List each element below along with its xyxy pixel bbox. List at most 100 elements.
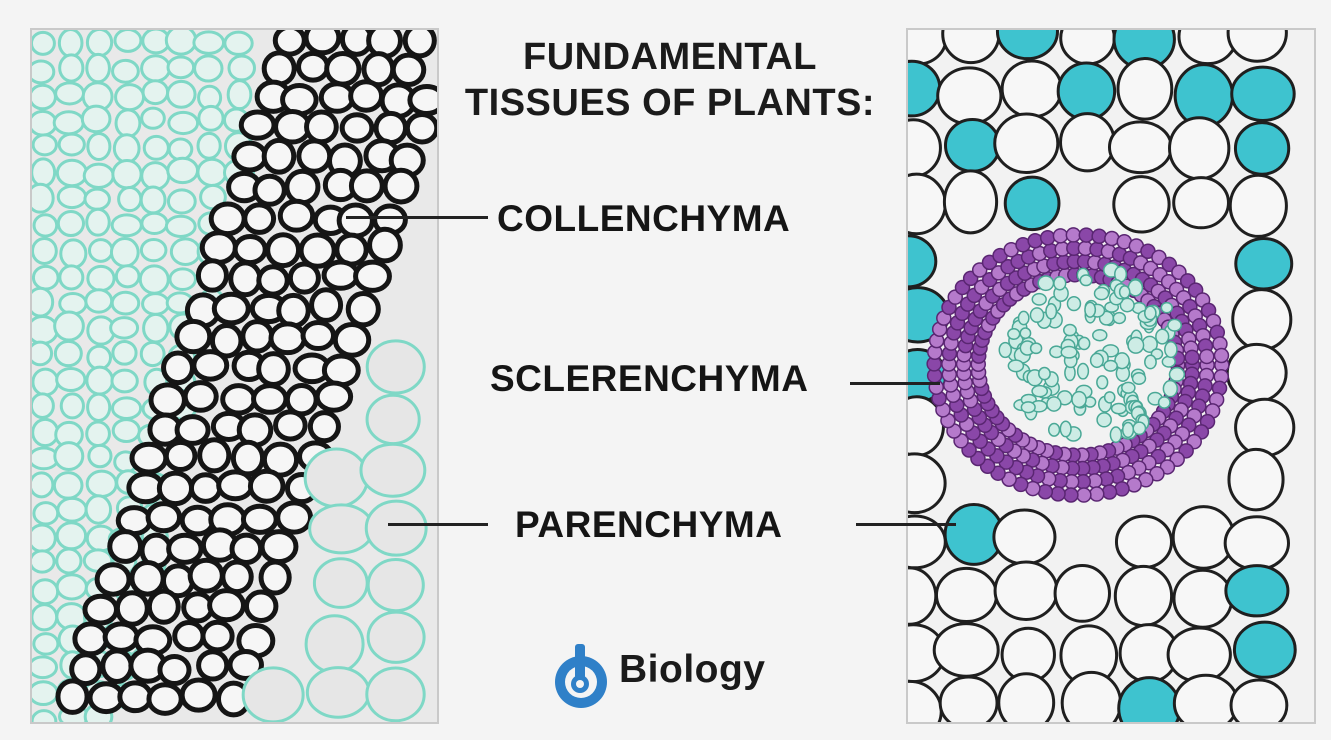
sclerenchyma-cell bbox=[1214, 348, 1228, 362]
vascular-cell bbox=[1161, 303, 1172, 313]
outer-cell bbox=[936, 568, 996, 621]
collenchyma-cell bbox=[324, 356, 358, 385]
outer-cell bbox=[1236, 399, 1294, 455]
teal-cell bbox=[60, 293, 86, 313]
teal-cell bbox=[82, 106, 110, 132]
parenchyma-cell bbox=[368, 559, 423, 610]
outer-cell bbox=[1231, 680, 1287, 722]
collenchyma-cell bbox=[241, 112, 274, 138]
collenchyma-cell bbox=[159, 473, 191, 504]
vascular-cell bbox=[999, 343, 1011, 358]
collenchyma-cell bbox=[194, 352, 227, 379]
vascular-cell bbox=[1078, 363, 1089, 378]
teal-cell bbox=[171, 239, 199, 265]
teal-cell bbox=[61, 394, 83, 418]
vascular-cell bbox=[1110, 427, 1121, 442]
vascular-cell bbox=[1038, 276, 1053, 290]
teal-cell bbox=[140, 266, 168, 293]
teal-cell bbox=[116, 266, 139, 287]
collenchyma-cell bbox=[324, 262, 357, 288]
teal-cell bbox=[168, 57, 194, 78]
vascular-cell bbox=[1123, 423, 1134, 438]
outer-cell bbox=[999, 674, 1054, 722]
teal-cell bbox=[32, 288, 53, 316]
parenchyma-cell bbox=[367, 668, 424, 721]
teal-cell bbox=[144, 314, 168, 342]
teal-cell bbox=[87, 471, 116, 496]
teal-cell bbox=[60, 55, 83, 81]
collenchyma-label: COLLENCHYMA bbox=[497, 198, 790, 240]
teal-cell bbox=[141, 342, 164, 365]
teal-cell bbox=[32, 32, 54, 54]
teal-cell bbox=[84, 164, 113, 187]
biology-logo-icon bbox=[553, 640, 613, 710]
vascular-cell bbox=[1008, 329, 1020, 339]
sclerenchyma-cell bbox=[1041, 231, 1055, 245]
teal-cell bbox=[34, 634, 58, 654]
collenchyma-cell bbox=[246, 592, 275, 621]
teal-cell bbox=[57, 160, 86, 185]
teal-cell bbox=[170, 269, 196, 290]
teal-cell bbox=[54, 473, 82, 499]
teal-cell bbox=[57, 575, 86, 599]
collenchyma-cell bbox=[166, 442, 195, 469]
vascular-cell bbox=[1104, 360, 1117, 371]
outer-cell bbox=[1055, 566, 1109, 622]
sclerenchyma-cell bbox=[1092, 229, 1106, 243]
outer-cell bbox=[1235, 123, 1288, 175]
teal-cell bbox=[32, 317, 57, 344]
teal-cell bbox=[56, 83, 84, 104]
right-micrograph-panel bbox=[906, 28, 1316, 724]
collenchyma-cell bbox=[243, 506, 276, 532]
vascular-cell bbox=[1165, 342, 1177, 358]
teal-cell bbox=[141, 239, 166, 260]
collenchyma-cell bbox=[232, 535, 261, 562]
sclerenchyma-cell bbox=[1115, 482, 1129, 496]
teal-cell bbox=[142, 56, 170, 81]
teal-cell bbox=[113, 60, 139, 82]
teal-cell bbox=[112, 292, 139, 314]
sclerenchyma-cell bbox=[1079, 228, 1093, 242]
teal-cell bbox=[32, 525, 55, 552]
outer-cell bbox=[1236, 238, 1292, 289]
collenchyma-cell bbox=[278, 503, 311, 532]
diagram-title: FUNDAMENTAL TISSUES OF PLANTS: bbox=[440, 34, 900, 126]
collenchyma-cell bbox=[233, 442, 262, 474]
parenchyma-cell bbox=[361, 444, 425, 496]
teal-cell bbox=[113, 342, 136, 365]
collenchyma-cell bbox=[177, 321, 210, 351]
parenchyma-cell bbox=[367, 341, 424, 393]
teal-cell bbox=[113, 161, 141, 188]
teal-cell bbox=[141, 187, 165, 213]
teal-cell bbox=[57, 523, 85, 549]
vascular-cell bbox=[1162, 356, 1175, 367]
sclerenchyma-cell bbox=[1066, 228, 1080, 242]
collenchyma-cell bbox=[405, 30, 434, 56]
teal-cell bbox=[143, 294, 169, 315]
teal-cell bbox=[33, 369, 58, 395]
outer-cell bbox=[1174, 570, 1232, 627]
collenchyma-cell bbox=[177, 417, 208, 444]
collenchyma-cell bbox=[410, 86, 437, 113]
parenchyma-cell bbox=[310, 505, 373, 553]
collenchyma-cell bbox=[223, 562, 251, 592]
teal-cell bbox=[87, 367, 113, 394]
outer-cell bbox=[1114, 177, 1169, 232]
collenchyma-cell bbox=[190, 560, 222, 591]
collenchyma-cell bbox=[243, 322, 272, 351]
outer-cell bbox=[994, 510, 1055, 564]
outer-cell bbox=[1170, 118, 1229, 179]
collenchyma-cell bbox=[117, 593, 147, 624]
parenchyma-cell bbox=[314, 559, 367, 608]
collenchyma-cell bbox=[264, 140, 294, 172]
teal-cell bbox=[55, 341, 81, 365]
collenchyma-cell bbox=[202, 233, 235, 263]
collenchyma-cell bbox=[245, 205, 274, 233]
collenchyma-cell bbox=[120, 683, 151, 711]
teal-cell bbox=[111, 238, 138, 266]
collenchyma-cell bbox=[255, 176, 284, 204]
collenchyma-cell bbox=[223, 386, 255, 413]
teal-cell bbox=[111, 318, 138, 339]
vascular-cell bbox=[1097, 376, 1108, 389]
vascular-cell bbox=[1156, 329, 1169, 344]
